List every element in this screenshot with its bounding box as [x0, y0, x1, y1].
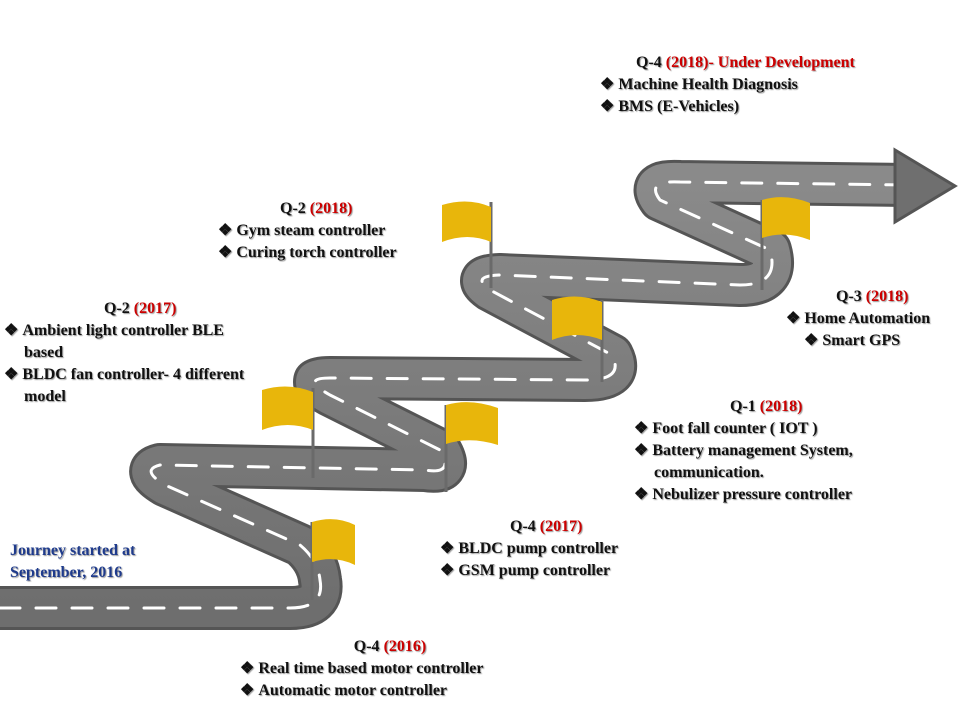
milestone-item: ❖Nebulizer pressure controller [634, 484, 924, 506]
milestone-item: ❖Battery management System, [634, 440, 924, 462]
bullet-icon: ❖ [634, 486, 649, 503]
item-text: Battery management System, [652, 442, 853, 459]
milestone-heading: Q-1 (2018) [634, 396, 924, 418]
milestone-heading: Q-2 (2017) [4, 298, 294, 320]
flag-q4-2017 [444, 402, 498, 492]
item-text: model [24, 388, 66, 405]
milestone-item: ❖Real time based motor controller [240, 658, 540, 680]
milestone-heading: Q-4 (2016) [240, 636, 540, 658]
milestone-q4-2016: Q-4 (2016) ❖Real time based motor contro… [240, 636, 540, 702]
bullet-icon: ❖ [440, 540, 455, 557]
item-text: Gym steam controller [236, 222, 386, 239]
journey-start-line2: September, 2016 [10, 564, 123, 581]
item-text: communication. [654, 464, 764, 481]
milestone-item: ❖Home Automation [786, 308, 958, 330]
quarter-label: Q-1 [730, 398, 756, 415]
flag-q2-2018 [442, 201, 493, 288]
quarter-label: Q-4 [353, 638, 380, 655]
milestone-item: ❖Gym steam controller [218, 220, 448, 242]
flag-q4-2016 [310, 519, 355, 600]
milestone-item-continuation: model [4, 386, 294, 408]
milestone-heading: Q-4 (2018)- Under Development [600, 52, 920, 74]
bullet-icon: ❖ [218, 244, 233, 261]
road-arrow-head [893, 147, 958, 225]
bullet-icon: ❖ [600, 76, 615, 93]
item-text: Nebulizer pressure controller [652, 486, 853, 503]
flag-q1-2018 [552, 296, 604, 382]
bullet-icon: ❖ [218, 222, 233, 239]
milestone-item: ❖BLDC pump controller [440, 538, 660, 560]
flag-q3-2018 [760, 197, 810, 290]
bullet-icon: ❖ [4, 322, 19, 339]
milestone-item: ❖Foot fall counter ( IOT ) [634, 418, 924, 440]
milestone-item-continuation: communication. [634, 462, 924, 484]
milestone-item: ❖Automatic motor controller [240, 680, 540, 702]
milestone-heading: Q-3 (2018) [786, 286, 958, 308]
milestone-q2-2018: Q-2 (2018) ❖Gym steam controller ❖Curing… [218, 198, 448, 264]
item-text: Real time based motor controller [258, 660, 484, 677]
milestone-item: ❖Smart GPS [786, 330, 958, 352]
bullet-icon: ❖ [786, 310, 801, 327]
item-text: Foot fall counter ( IOT ) [652, 420, 818, 437]
quarter-label: Q-4 [510, 518, 536, 535]
milestone-heading: Q-4 (2017) [440, 516, 660, 538]
item-text: Automatic motor controller [258, 682, 448, 699]
quarter-label: Q-2 [280, 200, 306, 217]
item-text: Machine Health Diagnosis [618, 76, 798, 93]
item-text: BLDC fan controller- 4 different [22, 366, 245, 383]
item-text: BLDC pump controller [458, 540, 619, 557]
milestone-q4-2018: Q-4 (2018)- Under Development ❖Machine H… [600, 52, 920, 118]
bullet-icon: ❖ [240, 660, 255, 677]
year-label: (2016) [383, 638, 427, 655]
milestone-item-continuation: based [4, 342, 294, 364]
milestone-q2-2017: Q-2 (2017) ❖Ambient light controller BLE… [4, 298, 294, 408]
item-text: based [24, 344, 64, 361]
item-text: GSM pump controller [458, 562, 611, 579]
year-label: (2018)- Under Development [665, 54, 855, 71]
year-label: (2018) [759, 398, 803, 415]
milestone-q1-2018: Q-1 (2018) ❖Foot fall counter ( IOT ) ❖B… [634, 396, 924, 506]
year-label: (2018) [309, 200, 353, 217]
milestone-heading: Q-2 (2018) [218, 198, 448, 220]
item-text: Smart GPS [822, 332, 901, 349]
bullet-icon: ❖ [4, 366, 19, 383]
bullet-icon: ❖ [804, 332, 819, 349]
item-text: Curing torch controller [236, 244, 397, 261]
quarter-label: Q-3 [836, 288, 862, 305]
year-label: (2018) [865, 288, 909, 305]
milestone-item: ❖BMS (E-Vehicles) [600, 96, 920, 118]
journey-start-line1: Journey started at [10, 542, 136, 559]
milestone-item: ❖Machine Health Diagnosis [600, 74, 920, 96]
year-label: (2017) [539, 518, 583, 535]
bullet-icon: ❖ [240, 682, 255, 699]
quarter-label: Q-2 [104, 300, 130, 317]
journey-start-label: Journey started at September, 2016 [10, 540, 135, 584]
milestone-q3-2018: Q-3 (2018) ❖Home Automation ❖Smart GPS [786, 286, 958, 352]
milestone-item: ❖Curing torch controller [218, 242, 448, 264]
milestone-item: ❖Ambient light controller BLE [4, 320, 294, 342]
bullet-icon: ❖ [440, 562, 455, 579]
milestone-item: ❖BLDC fan controller- 4 different [4, 364, 294, 386]
item-text: Ambient light controller BLE [22, 322, 224, 339]
bullet-icon: ❖ [600, 98, 615, 115]
item-text: Home Automation [804, 310, 931, 327]
bullet-icon: ❖ [634, 442, 649, 459]
milestone-q4-2017: Q-4 (2017) ❖BLDC pump controller ❖GSM pu… [440, 516, 660, 582]
quarter-label: Q-4 [636, 54, 662, 71]
bullet-icon: ❖ [634, 420, 649, 437]
milestone-item: ❖GSM pump controller [440, 560, 660, 582]
year-label: (2017) [133, 300, 177, 317]
flag-q2-2017 [262, 386, 315, 478]
item-text: BMS (E-Vehicles) [618, 98, 740, 115]
